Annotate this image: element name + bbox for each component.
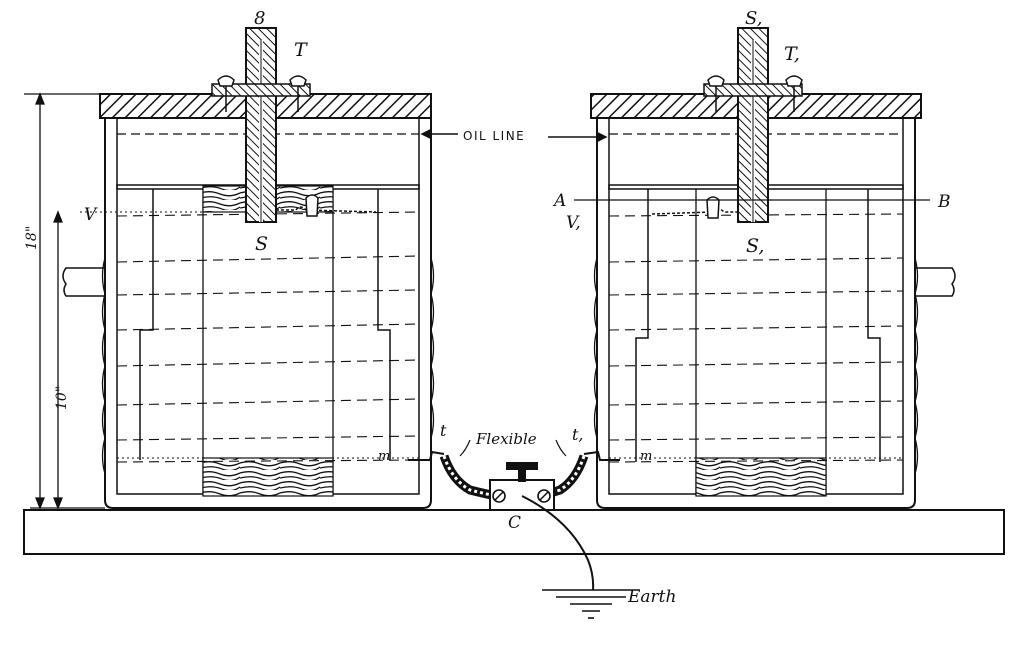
oil-line-arrows xyxy=(420,128,608,143)
left-winding-outer xyxy=(139,189,154,460)
right-tank-wall xyxy=(596,118,916,509)
label-clamp: C xyxy=(508,513,521,533)
label-lead-right: t, xyxy=(572,425,584,444)
label-level-left: V xyxy=(84,205,98,225)
right-cooling-fins xyxy=(593,257,919,475)
left-lid-screws xyxy=(217,75,307,112)
label-point-b: B xyxy=(937,192,951,212)
left-wood-block-bottom xyxy=(202,457,334,497)
left-stud-screw xyxy=(305,194,319,217)
left-winding-outer-r xyxy=(377,189,391,460)
right-winding-outer xyxy=(635,189,649,462)
label-height-lower: 10" xyxy=(54,386,70,410)
label-height-total: 18" xyxy=(24,226,40,250)
base-board xyxy=(23,509,1005,555)
right-transformer xyxy=(583,27,922,509)
left-bushing-flange xyxy=(211,83,311,97)
label-lead-left: t xyxy=(440,421,447,440)
left-terminal-lead xyxy=(408,450,445,461)
right-winding-outer-r xyxy=(867,189,881,462)
left-cooling-fins xyxy=(101,257,435,475)
right-terminal-lead xyxy=(583,450,620,461)
label-bushing-right-top: S, xyxy=(745,8,762,29)
right-stud-screw xyxy=(706,196,720,219)
label-stud-right: S, xyxy=(746,235,764,257)
left-tank-wall xyxy=(104,118,432,509)
label-oil-line: OIL LINE xyxy=(463,129,525,143)
right-bushing-flange xyxy=(703,83,803,97)
label-bushing-left-top: 8 xyxy=(254,8,265,29)
left-transformer xyxy=(99,27,445,509)
flexible-lead-right-texture xyxy=(539,455,586,498)
earth-wire xyxy=(521,495,595,591)
label-mark-right: m xyxy=(640,449,652,464)
right-stud-lead xyxy=(651,208,738,215)
label-terminal-left: T xyxy=(294,39,308,61)
label-flexible: Flexible xyxy=(475,430,537,448)
label-stud-left: S xyxy=(255,233,268,255)
earth-ground-symbol xyxy=(542,589,640,619)
right-wood-block-bottom xyxy=(695,457,827,497)
ground-clamp xyxy=(489,462,555,511)
label-terminal-right: T, xyxy=(784,43,800,65)
flexible-brace-right xyxy=(555,439,567,457)
label-level-right: V, xyxy=(566,213,581,233)
label-mark-left: m xyxy=(378,449,390,464)
right-lid-screws xyxy=(707,75,803,112)
label-point-a: A xyxy=(552,191,566,211)
flexible-lead-left-texture xyxy=(442,455,497,498)
dimension-lines xyxy=(24,92,105,510)
label-earth: Earth xyxy=(627,587,676,607)
bus-bars xyxy=(62,267,956,297)
flexible-brace-left xyxy=(459,439,471,457)
right-winding-layers xyxy=(608,213,904,463)
